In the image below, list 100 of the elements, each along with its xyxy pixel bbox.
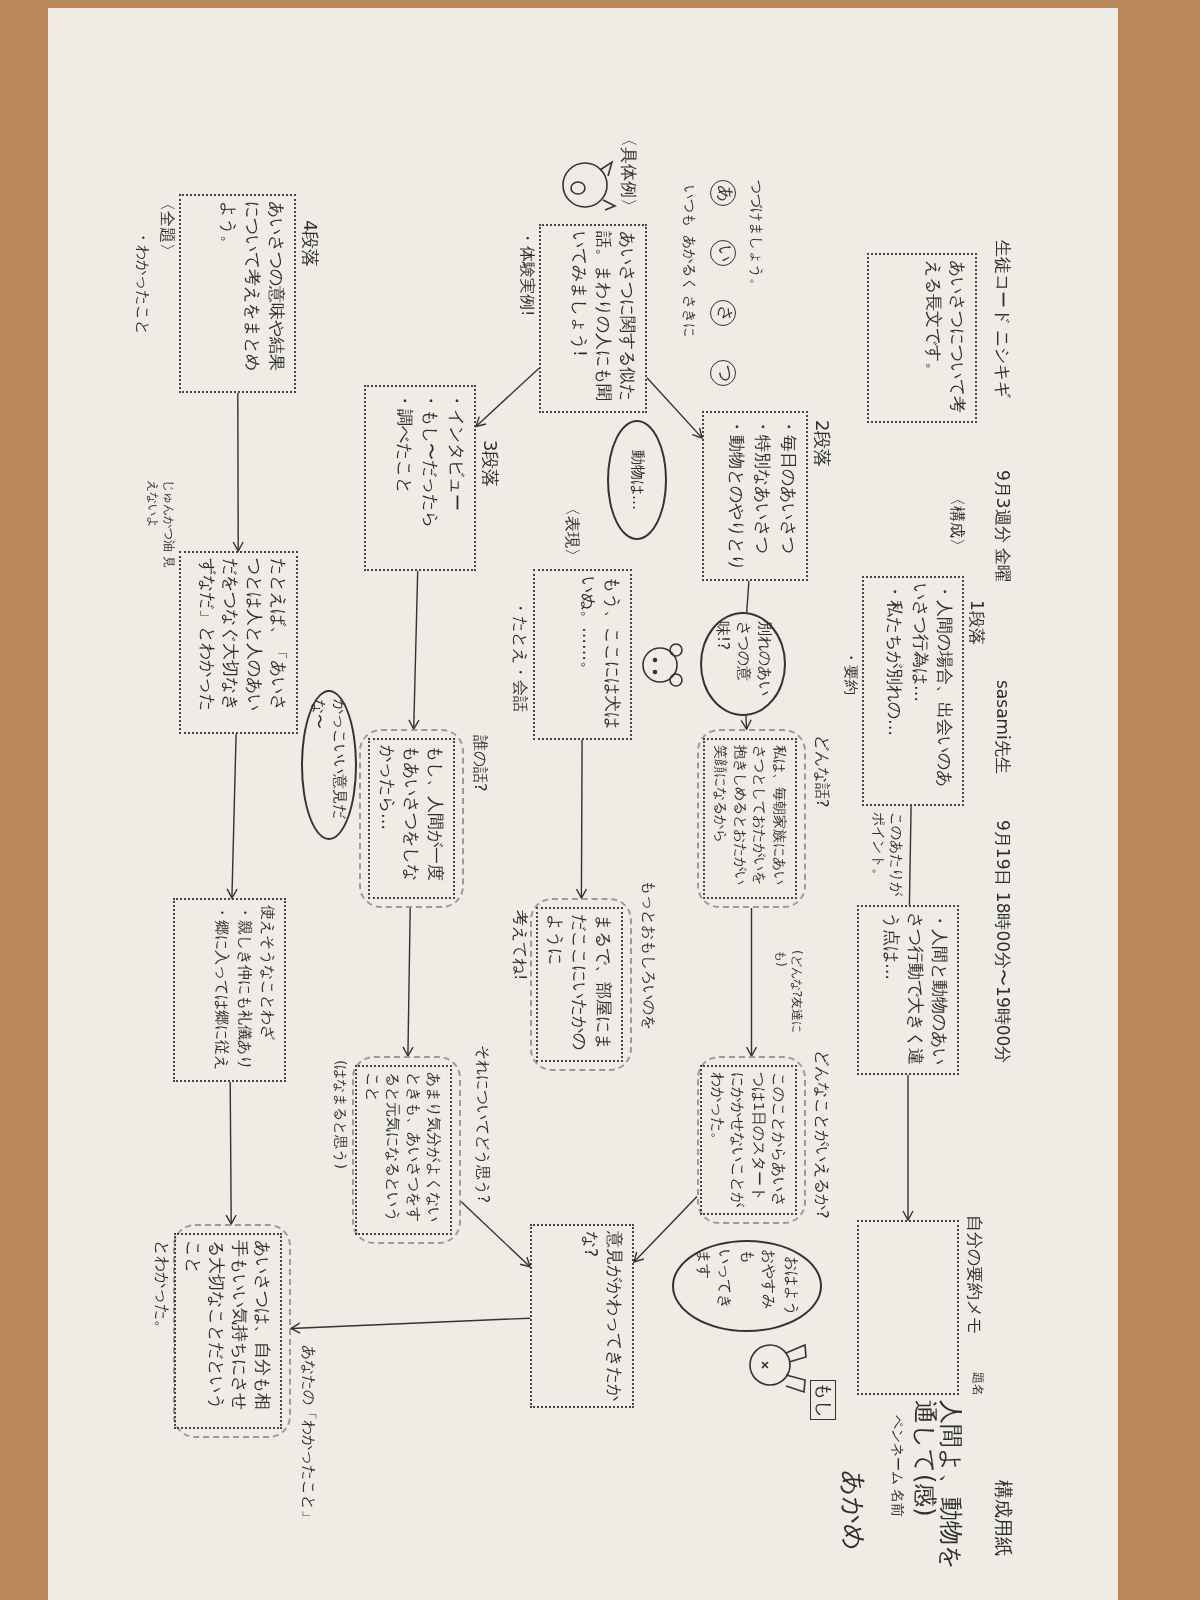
note-box <box>867 253 977 423</box>
handwritten-note: 〈具体例〉 <box>618 130 640 215</box>
note-text: かっこいい意見だな〜 <box>309 698 350 821</box>
handwritten-note: 3段落 <box>480 440 502 488</box>
arrow <box>575 739 588 899</box>
arrow <box>408 570 420 730</box>
handwritten-label: いつも <box>681 185 698 227</box>
cloud-box <box>697 729 806 908</box>
handwritten-note: それについてどう思う? <box>473 1045 492 1203</box>
cloud-box <box>359 729 464 908</box>
handwritten-label: さきに <box>681 295 698 337</box>
handwritten-label: 題名 <box>970 1372 984 1396</box>
handwritten-note: 2段落 <box>812 420 834 468</box>
handwritten-label: sasami先生 <box>992 680 1012 774</box>
cloud-box <box>530 898 632 1071</box>
boxed-note-text: 私は、毎朝家族にあいさつとしておたがいを抱きしめるとおたがい笑顔になるから <box>702 738 797 899</box>
handwritten-note: 誰の話? <box>470 735 490 792</box>
handwritten-label: 9月19日 18時00分〜19時00分 <box>992 820 1012 1064</box>
empty-box <box>857 1220 959 1395</box>
handwritten-note: どんなことがいえるか? <box>812 1050 832 1219</box>
note-text: あいさつに関する似た話。まわりの人にも聞いてみましょう! <box>569 230 639 403</box>
boxed-note-text: あまり気分がよくないときも、あいさつをすると元気になるということ <box>354 1065 452 1235</box>
cloud-box <box>697 1056 806 1224</box>
note-box <box>179 194 296 393</box>
handwritten-label: あかめ <box>838 1470 868 1551</box>
arrow <box>290 1317 531 1334</box>
handwritten-note: あなたの「わかったこと」 <box>299 1345 318 1525</box>
handwritten-note: 考えてね! <box>510 910 530 981</box>
note-text: ・郷に入っては郷に従え <box>212 904 232 1072</box>
connector-line <box>746 580 750 613</box>
arrow <box>225 1081 237 1225</box>
note-text: いってきます <box>693 1248 735 1311</box>
note-box <box>862 576 964 806</box>
speech-bubble <box>672 1240 822 1332</box>
handwritten-note: じゅんかつ油 見えないよ <box>145 480 176 568</box>
note-box <box>179 551 298 734</box>
note-box <box>857 905 959 1075</box>
boxed-note-text: あいさつは、自分も相手もいい気持ちにさせる大切なことだということ <box>173 1233 282 1429</box>
speech-bubble <box>700 612 786 716</box>
note-text: 動物は… <box>627 449 648 511</box>
note-text: あいさつについて考える長文です。 <box>923 259 969 415</box>
note-text: ・もし〜だったら <box>420 391 443 530</box>
handwritten-note: 1段落 <box>966 600 988 645</box>
handwritten-note: どんな話? <box>812 735 832 808</box>
arrow <box>460 1200 531 1268</box>
arrow <box>646 377 703 439</box>
handwritten-label: 構成用紙 <box>992 1480 1014 1556</box>
note-box <box>530 1224 634 1408</box>
handwritten-label: つづけましょう。 <box>748 180 765 292</box>
note-text: たとえば、「あいさつとは人と人のあいだをつなぐ大切なきずなだ」とわかった <box>196 557 290 713</box>
handwritten-note: 自分の要約メモ <box>964 1215 986 1334</box>
note-text: ・人間と動物のあいさつ行動で大きく違う点は… <box>881 911 951 1067</box>
note-box <box>539 224 647 413</box>
handwritten-note: ・体験実例! <box>517 230 537 317</box>
note-box <box>702 411 808 581</box>
note-text: おやすみも <box>737 1248 779 1311</box>
boxed-note-text: まるで、部屋にまだここにいたかのように <box>535 907 623 1062</box>
note-box <box>173 898 286 1082</box>
note-text: あいさつの意味や結果について考えをまとめよう。 <box>218 200 288 373</box>
note-text: 使えそうなことわざ <box>258 904 278 1042</box>
handwritten-note: ・わかったこと <box>133 230 152 335</box>
note-text: ・私たちが別れの… <box>884 582 907 738</box>
note-text: ・インタビュー <box>446 391 468 513</box>
arrow <box>633 1195 698 1263</box>
arrow <box>226 733 238 899</box>
handwritten-label: 生徒コード ニシキギ <box>992 240 1012 399</box>
handwritten-note: もっとおもしろいのを <box>639 880 658 1030</box>
boxed-note-text: もし、人間が一度もあいさつをしなかったら… <box>367 738 455 899</box>
cloud-box <box>173 1224 291 1438</box>
note-box <box>364 385 476 571</box>
handwritten-note: ・たとえ・会話 <box>510 600 530 712</box>
note-text: おはよう <box>781 1255 802 1317</box>
note-text: ・人間の場合、出会いのあいさつ行為は… <box>910 582 956 789</box>
note-text: もう、ここには犬はいぬ。……。 <box>578 575 624 731</box>
boxed-note-text: このことからあいさつは1日のスタートにかかせないことがわかった。 <box>699 1065 797 1215</box>
handwritten-note: このあたりがポイント。 <box>869 812 906 898</box>
note-text: ・毎日のあいさつ <box>778 417 800 556</box>
note-text: ・調べたこと <box>394 391 417 496</box>
arrow <box>745 907 758 1057</box>
handwritten-label: ペンネーム 名前 <box>889 1415 906 1518</box>
arrow <box>402 907 414 1057</box>
cloud-box <box>352 1056 461 1244</box>
speech-bubble <box>607 420 667 540</box>
note-box <box>533 569 632 740</box>
speech-bubble <box>301 690 357 840</box>
arrow <box>740 715 752 730</box>
arrow <box>475 367 540 428</box>
handwritten-note: 〈全題〉 <box>157 195 177 259</box>
handwritten-note: とわかった。 <box>152 1240 172 1336</box>
arrow <box>902 1074 914 1221</box>
handwritten-note: 4段落 <box>300 220 322 268</box>
handwritten-note: 〈構成〉 <box>947 490 967 554</box>
arrow <box>232 392 244 552</box>
note-text: 意見がかわってきたかな? <box>580 1230 626 1403</box>
handwritten-note: (どんな?友達にも) <box>773 950 804 1036</box>
handwritten-label: 9月3週分 金曜 <box>992 470 1012 583</box>
handwritten-note: ・要約 <box>841 650 860 695</box>
handwritten-label: あかるく <box>681 235 698 291</box>
connector-line <box>908 805 912 906</box>
title-text: 人間よ、動物を通して(感) <box>910 1400 964 1572</box>
